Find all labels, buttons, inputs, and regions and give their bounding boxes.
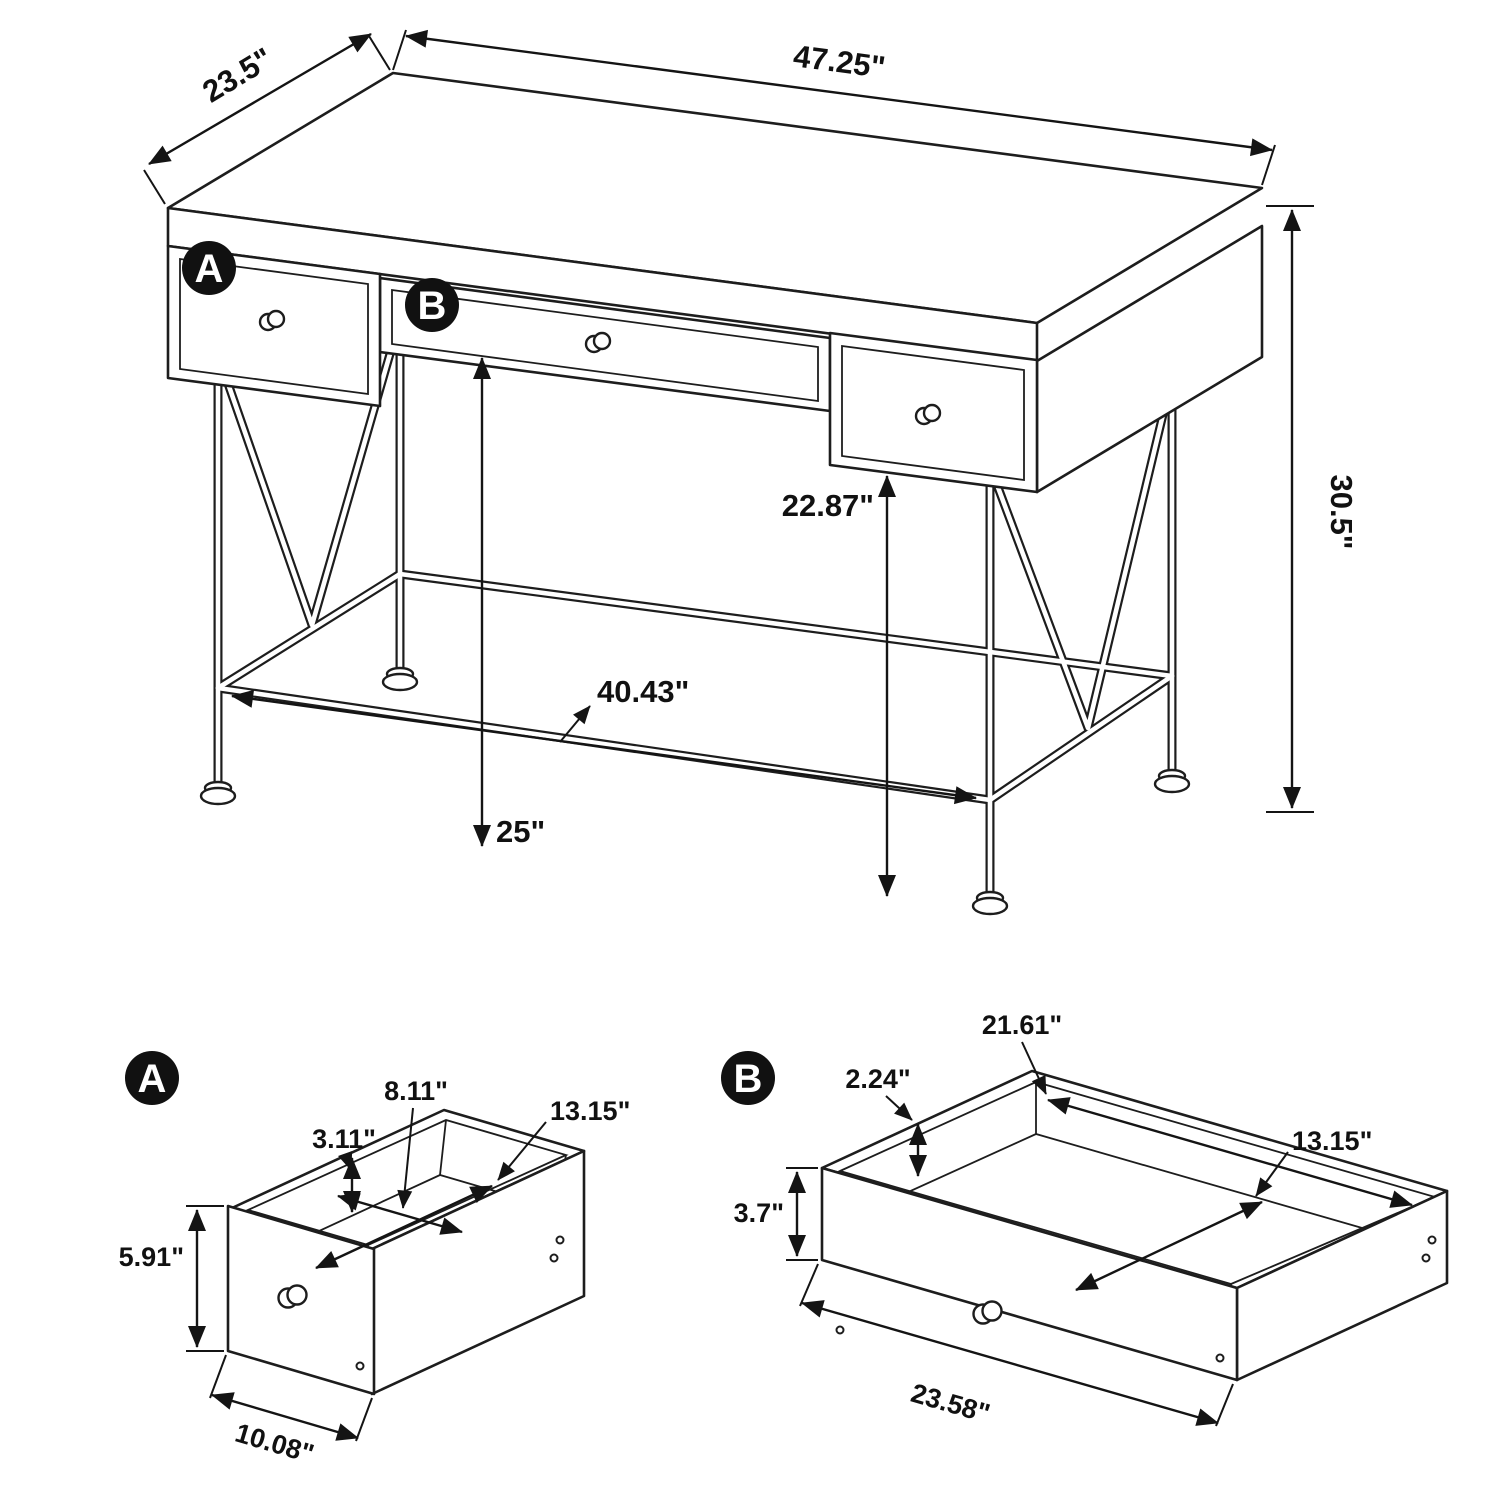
detail-badge-a: A	[125, 1051, 179, 1105]
dim-a-inner-height-label: 3.11"	[312, 1124, 376, 1154]
dim-top-depth-label: 23.5"	[196, 41, 278, 110]
main-badge-b-label: B	[418, 284, 447, 328]
dim-a-inner-width-label: 8.11"	[384, 1076, 448, 1106]
drawer-a-box	[226, 1108, 586, 1396]
desk-body	[166, 71, 1264, 494]
dim-floor-to-drawer: 22.87"	[782, 475, 896, 897]
drawer-b-box	[820, 1069, 1449, 1382]
dim-a-front-height-label: 5.91"	[119, 1242, 184, 1272]
dim-overall-height-label: 30.5"	[1324, 474, 1359, 549]
center-drawer-knob	[584, 331, 612, 354]
dim-a-front-width-label: 10.08"	[232, 1418, 318, 1470]
dim-top-width-label: 47.25"	[791, 38, 887, 85]
detail-badge-b: B	[721, 1051, 775, 1105]
drawer-a-detail-view: A 8.11" 3.11"	[119, 1051, 630, 1470]
dim-knee-clearance: 25"	[473, 357, 545, 849]
main-desk-view: A B 47.25" 23.5" 30.5"	[143, 29, 1359, 916]
dim-b-front-height-label: 3.7"	[734, 1198, 784, 1228]
main-badge-a-label: A	[195, 247, 224, 291]
detail-badge-b-label: B	[734, 1057, 763, 1101]
detail-badge-a-label: A	[138, 1057, 167, 1101]
main-badge-a: A	[182, 241, 236, 295]
left-drawer-knob	[258, 309, 286, 332]
dim-b-inner-depth-label: 13.15"	[1292, 1126, 1372, 1156]
dim-overall-height: 30.5"	[1266, 205, 1359, 813]
dim-floor-to-drawer-label: 22.87"	[782, 488, 874, 523]
dim-a-inner-depth-label: 13.15"	[550, 1096, 630, 1126]
dim-b-front-width-label: 23.58"	[908, 1378, 994, 1429]
desk-feet	[199, 666, 1191, 916]
dim-leg-span-label: 40.43"	[597, 674, 689, 709]
dim-b-inner-height-label: 2.24"	[845, 1064, 910, 1094]
dim-leg-span: 40.43"	[231, 674, 977, 805]
right-drawer-knob	[914, 403, 942, 426]
dim-b-inner-width-label: 21.61"	[982, 1010, 1062, 1040]
main-badge-b: B	[405, 278, 459, 332]
drawer-b-detail-view: B 21.61" 2.24"	[721, 1010, 1449, 1429]
dim-knee-clearance-label: 25"	[496, 814, 545, 849]
